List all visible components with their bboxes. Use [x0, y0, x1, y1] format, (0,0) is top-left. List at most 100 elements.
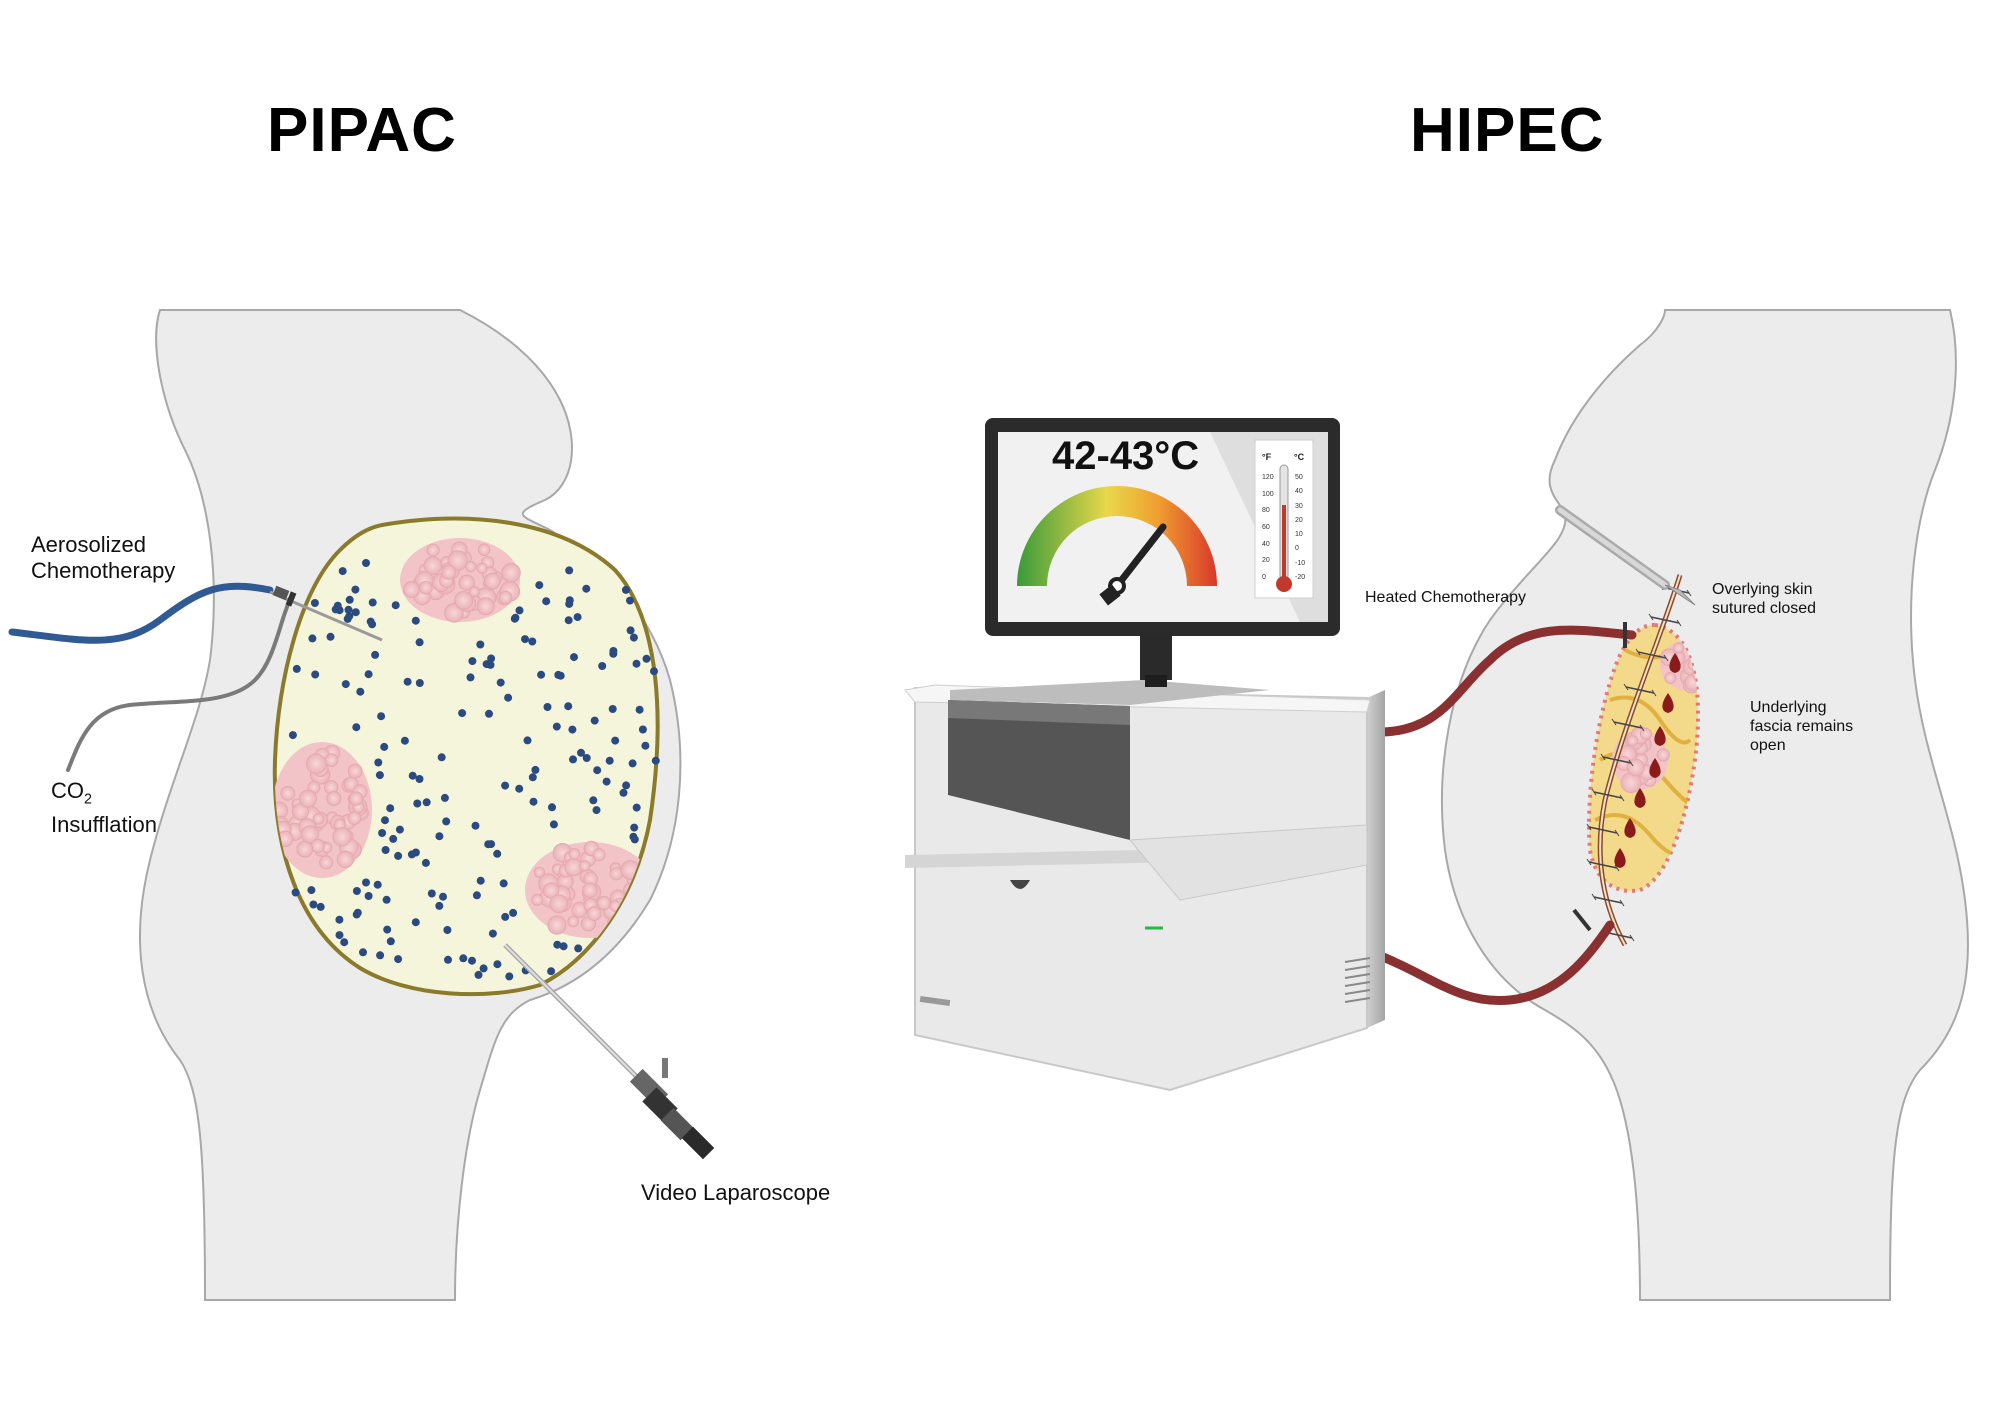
- aerosol-particle: [487, 654, 496, 663]
- aerosol-particle: [619, 788, 628, 797]
- aerosol-particle: [386, 937, 395, 946]
- vent-slot: [1344, 989, 1371, 995]
- aerosol-particle: [632, 659, 641, 668]
- aerosol-particle: [515, 606, 524, 615]
- aerosol-particle: [528, 637, 537, 646]
- suture-stitch: [1588, 861, 1618, 869]
- aerosol-particle: [459, 954, 468, 963]
- suture-stitch: [1637, 651, 1667, 659]
- aerosol-particle: [549, 820, 558, 829]
- thermometer-f-tick: 20: [1262, 557, 1270, 565]
- label-aerosolized-chemotherapy: Aerosolized Chemotherapy: [31, 532, 175, 584]
- aerosol-particle: [345, 595, 354, 604]
- trocar-port: [269, 585, 383, 642]
- aerosol-particle: [421, 858, 430, 867]
- aerosol-particle: [531, 765, 540, 774]
- heated-chemo-outflow-tube: [1373, 920, 1615, 1006]
- aerosol-particle: [427, 889, 436, 898]
- aerosol-particle: [375, 771, 384, 780]
- thermometer-c-tick: -20: [1295, 574, 1306, 581]
- thermometer-c-tick: 50: [1295, 474, 1303, 481]
- co2-insufflation-tube: [66, 598, 292, 772]
- aerosol-particle: [523, 736, 532, 745]
- aerosol-particle: [592, 806, 601, 815]
- aerosol-particle: [394, 851, 403, 860]
- chemo-droplet: [1624, 818, 1636, 838]
- aerosol-particle: [344, 605, 353, 614]
- aerosol-particle: [488, 929, 497, 938]
- video-laparoscope-instrument: [503, 943, 715, 1160]
- aerosol-particle: [496, 678, 505, 687]
- aerosol-particle: [382, 895, 391, 904]
- aerosol-particle: [535, 581, 544, 590]
- title-hipec: HIPEC: [1410, 96, 1605, 165]
- thermometer-c-tick: 30: [1295, 502, 1303, 510]
- aerosol-particle: [381, 816, 389, 825]
- vent-slot: [1344, 965, 1371, 971]
- label-aerosolized-line1: Aerosolized: [31, 532, 146, 557]
- aerosol-particle: [598, 662, 607, 670]
- aerosol-particle: [611, 736, 620, 745]
- aerosol-particle: [378, 829, 387, 837]
- aerosol-particle: [504, 693, 513, 702]
- aerosol-particle: [593, 766, 602, 775]
- aerosol-particle: [638, 725, 647, 734]
- aerosol-particle: [437, 753, 446, 762]
- aerosol-particle: [338, 567, 347, 576]
- aerosol-particle: [642, 654, 651, 663]
- aerosol-particle: [352, 723, 361, 732]
- aerosol-particle: [476, 876, 485, 885]
- thermometer-f-tick: 80: [1262, 507, 1270, 515]
- aerosol-particle: [364, 892, 373, 900]
- aerosol-particle: [621, 585, 630, 594]
- tumor-nodule-top: [400, 538, 521, 623]
- thermometer-icon: [1254, 439, 1314, 599]
- aerosol-particle: [529, 797, 538, 806]
- aerosol-particle: [468, 657, 477, 666]
- aerosol-particle: [356, 687, 365, 696]
- aerosol-particle: [548, 803, 556, 812]
- aerosol-particle: [371, 650, 380, 659]
- aerosol-particle: [311, 670, 320, 679]
- aerosol-particle: [407, 850, 416, 859]
- aerosol-particle: [400, 736, 409, 745]
- aerosol-particle: [608, 705, 617, 713]
- aerosol-particle: [622, 781, 631, 790]
- hipec-body-silhouette: [1441, 309, 1969, 1301]
- thermometer-f-tick: 120: [1262, 474, 1274, 481]
- aerosol-particle: [391, 601, 400, 610]
- aerosol-particle: [589, 796, 598, 805]
- label-video-laparoscope: Video Laparoscope: [641, 1180, 831, 1205]
- aerosol-particle: [413, 799, 422, 808]
- aerosol-particle: [602, 777, 611, 786]
- aerosol-particle: [493, 849, 502, 858]
- aerosol-particle: [568, 725, 577, 734]
- label-aerosolized-line2: Chemotherapy: [31, 558, 176, 583]
- aerosol-chemo-tube: [8, 582, 274, 644]
- aerosol-particle: [628, 759, 637, 768]
- aerosol-particle: [310, 599, 319, 607]
- aerosol-particle: [458, 709, 467, 718]
- aerosol-particle: [291, 888, 300, 897]
- aerosol-particle: [486, 660, 495, 669]
- aerosol-particle: [435, 832, 444, 841]
- aerosol-particle: [415, 638, 424, 647]
- suture-stitch: [1650, 616, 1680, 624]
- aerosol-particle: [501, 912, 510, 921]
- aerosol-particle: [577, 748, 585, 757]
- aerosol-particle: [380, 742, 389, 751]
- scalpel: [1555, 505, 1696, 606]
- aerosol-particle: [552, 722, 561, 731]
- thermometer-f-tick: 60: [1262, 524, 1270, 531]
- aerosol-particle: [352, 887, 361, 895]
- aerosol-particle: [395, 825, 404, 834]
- aerosol-particle: [352, 910, 361, 919]
- heated-chemo-inflow-tube: [1367, 625, 1637, 737]
- label-heated-chemotherapy: Heated Chemotherapy: [1365, 589, 1526, 606]
- vent-slot: [1344, 957, 1371, 963]
- aerosol-particle: [394, 955, 403, 964]
- label-fascia-line1: Underlying: [1750, 699, 1827, 716]
- aerosol-particle: [650, 667, 658, 676]
- temperature-gauge: [1017, 486, 1217, 606]
